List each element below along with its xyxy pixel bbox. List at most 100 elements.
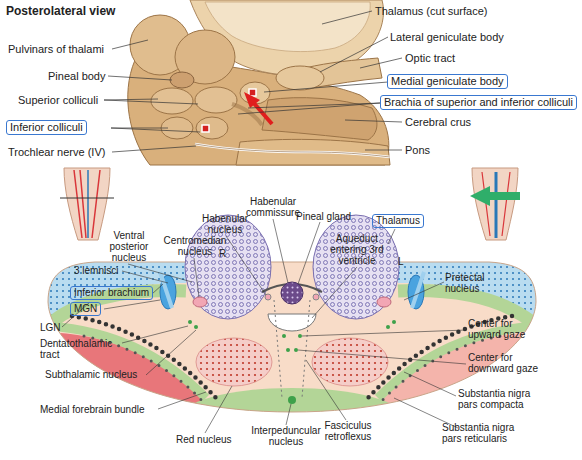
inset-brainstem — [64, 168, 110, 240]
highlight-box: Inferior brachium — [70, 286, 153, 300]
leader-line — [360, 58, 402, 68]
inset-tract — [495, 172, 498, 238]
trochlear-nerve-edge — [195, 144, 390, 157]
trochlear-nerve — [195, 144, 390, 157]
pineal-gland — [281, 282, 303, 304]
section-fill — [40, 255, 545, 448]
lateral-geniculate — [276, 66, 324, 90]
thalamus-oval — [313, 215, 399, 319]
leader-line — [205, 386, 232, 433]
top-leader-lines — [104, 11, 402, 152]
structure-label: Cerebral crus — [405, 116, 471, 128]
gaze-dot — [392, 320, 396, 324]
leader-line — [345, 120, 402, 122]
leader-line — [320, 37, 388, 72]
structure-label: Red nucleus — [176, 434, 232, 445]
centromedian-nucleus — [377, 297, 391, 307]
leader-line — [365, 150, 402, 151]
structure-label: Trochlear nerve (IV) — [8, 146, 105, 158]
leader-line — [322, 11, 372, 24]
structure-label: Lateral geniculate body — [390, 31, 504, 43]
marker-square — [202, 125, 209, 132]
structure-label: Dentatothalamic tract — [40, 338, 130, 360]
highlight-box: MGN — [70, 302, 101, 316]
leader-line — [312, 267, 357, 318]
right-orientation-inset — [470, 168, 520, 240]
structure-label: R — [219, 248, 226, 259]
leader-line — [226, 236, 266, 295]
marker-square — [249, 89, 256, 96]
highlight-box: Brachia of superior and inferior collicu… — [380, 95, 577, 110]
leader-line — [158, 392, 206, 409]
gaze-dot — [386, 325, 390, 329]
structure-label: Pons — [405, 144, 430, 156]
structure-label: Pineal body — [48, 70, 106, 82]
leader-line — [108, 76, 172, 80]
structure-label: Interpeduncular nucleus — [244, 425, 328, 447]
habenular-nucleus-dot — [313, 294, 319, 300]
structure-label: Pulvinars of thalami — [8, 43, 104, 55]
structure-label: Substantia nigra pars compacta — [458, 388, 543, 410]
structure-label: Centromedian nucleus — [162, 235, 228, 257]
inset-tract — [87, 170, 89, 238]
inset-brainstem — [472, 168, 518, 240]
gaze-dot — [188, 320, 192, 324]
structure-label: Pretectal nucleus — [445, 272, 505, 294]
blue-dotted-band — [398, 260, 544, 322]
red-nucleus — [196, 338, 272, 386]
section-leader-lines — [62, 219, 466, 433]
structure-label: Thalamus (cut surface) — [375, 5, 487, 17]
leader-line — [286, 404, 291, 425]
leader-line — [128, 264, 192, 282]
inset-section-line — [60, 198, 114, 199]
box-text: MGN — [74, 303, 97, 315]
superior-colliculus — [195, 87, 237, 113]
structure-label: Center for downward gaze — [468, 352, 548, 374]
pineal-body — [170, 72, 194, 88]
structure-label: L — [398, 256, 404, 267]
inset-tract — [74, 170, 100, 238]
structure-label: Substantia nigra pars reticularis — [442, 422, 530, 444]
leader-line — [104, 99, 198, 104]
structure-label: Habenular commissure — [244, 196, 302, 218]
leader-line — [111, 128, 200, 132]
highlight-box: Medial geniculate body — [387, 74, 508, 89]
leader-line — [273, 219, 288, 283]
leader-line — [194, 258, 199, 297]
highlight-box: Inferior colliculi — [6, 120, 87, 135]
box-text: Thalamus — [376, 215, 420, 227]
structure-label: Center for upward gaze — [468, 318, 548, 340]
brachium-stroke — [412, 272, 424, 308]
highlight-box: Thalamus — [372, 214, 424, 228]
structure-label: Pineal gland — [296, 211, 351, 222]
leader-line — [264, 82, 388, 92]
structure-label: Medial forebrain bundle — [40, 404, 145, 415]
structure-label: LGN — [40, 322, 61, 333]
green-band — [50, 326, 206, 398]
gaze-dot — [298, 334, 302, 338]
leader-line — [404, 282, 444, 300]
leader-line — [152, 284, 163, 294]
box-text: Brachia of superior and inferior collicu… — [384, 96, 573, 109]
view-heading: Posterolateral view — [6, 4, 115, 18]
inferior-colliculus — [196, 117, 228, 139]
structure-label: 3 lemnisci — [74, 265, 118, 276]
structure-label: Subthalamic nucleus — [45, 369, 137, 380]
gaze-dot — [294, 348, 298, 352]
leader-line — [298, 350, 466, 364]
left-orientation-inset — [60, 168, 114, 240]
fasciculus-retroflexus — [274, 300, 310, 398]
structure-label: Aqueduct entering 3rd ventricle — [318, 233, 396, 266]
interpeduncular-nucleus — [288, 396, 296, 404]
inset-arrow — [470, 186, 520, 206]
brachium-stroke — [160, 272, 172, 308]
leader-line — [388, 229, 395, 244]
leader-line — [112, 146, 196, 152]
gaze-dot — [286, 348, 290, 352]
leader-line — [122, 271, 168, 283]
centromedian-nucleus — [193, 297, 207, 307]
leader-line — [238, 103, 380, 114]
leader-line — [404, 372, 456, 396]
